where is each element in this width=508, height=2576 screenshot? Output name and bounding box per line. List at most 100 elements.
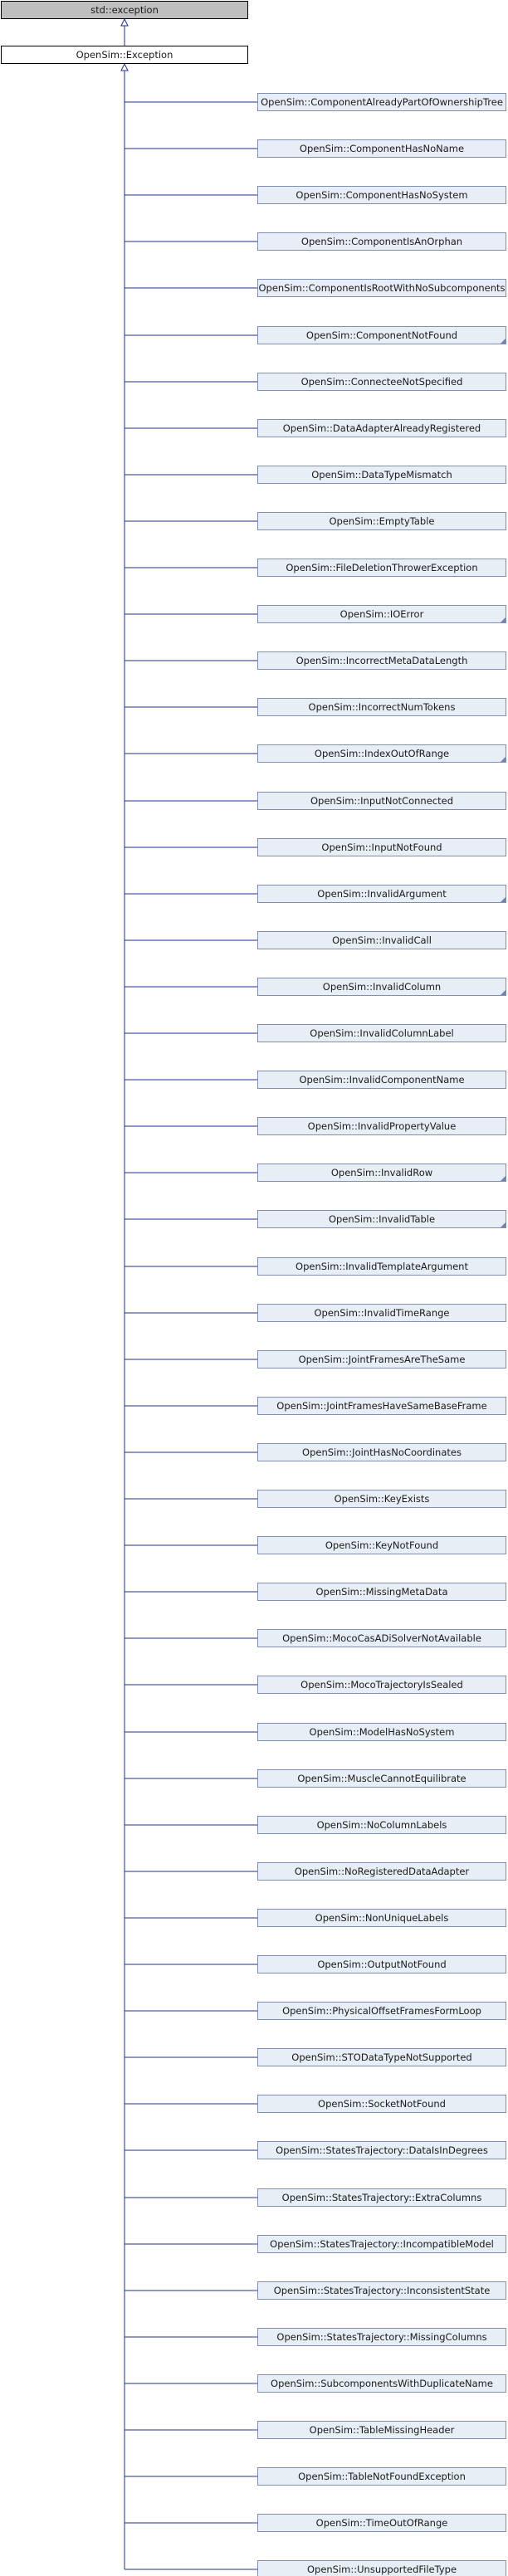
class-node-derived[interactable]: OpenSim::PhysicalOffsetFramesFormLoop — [257, 2002, 506, 2020]
inheritance-arrowhead — [120, 62, 129, 71]
class-node-derived[interactable]: OpenSim::SubcomponentsWithDuplicateName — [257, 2374, 506, 2393]
inheritance-arrowhead — [120, 17, 129, 27]
class-node-label: OpenSim::DataTypeMismatch — [311, 469, 452, 481]
class-node-derived[interactable]: OpenSim::TableNotFoundException — [257, 2467, 506, 2486]
class-node-derived[interactable]: OpenSim::SocketNotFound — [257, 2095, 506, 2113]
class-node-derived[interactable]: OpenSim::NoRegisteredDataAdapter — [257, 1862, 506, 1881]
class-node-derived[interactable]: OpenSim::StatesTrajectory::InconsistentS… — [257, 2281, 506, 2300]
class-node-derived[interactable]: OpenSim::OutputNotFound — [257, 1955, 506, 1973]
class-node-label: OpenSim::InvalidTable — [328, 1213, 436, 1225]
class-node-label: OpenSim::StatesTrajectory::InconsistentS… — [273, 2285, 491, 2296]
class-node-derived[interactable]: OpenSim::IncorrectNumTokens — [257, 698, 506, 716]
class-node-derived[interactable]: OpenSim::STODataTypeNotSupported — [257, 2048, 506, 2066]
class-node-label: OpenSim::ComponentNotFound — [305, 329, 458, 341]
collapsed-subclasses-marker — [501, 339, 506, 344]
class-node-derived[interactable]: OpenSim::JointFramesHaveSameBaseFrame — [257, 1397, 506, 1415]
class-node-derived[interactable]: OpenSim::KeyNotFound — [257, 1536, 506, 1554]
class-node-derived[interactable]: OpenSim::InputNotFound — [257, 838, 506, 856]
class-node-derived[interactable]: OpenSim::StatesTrajectory::ExtraColumns — [257, 2188, 506, 2207]
class-node-label: OpenSim::SubcomponentsWithDuplicateName — [271, 2378, 493, 2389]
class-node-label: OpenSim::MocoTrajectoryIsSealed — [300, 1679, 463, 1690]
class-node-derived[interactable]: OpenSim::MuscleCannotEquilibrate — [257, 1769, 506, 1788]
class-node-derived[interactable]: OpenSim::InvalidRow — [257, 1164, 506, 1182]
class-node-derived[interactable]: OpenSim::TableMissingHeader — [257, 2421, 506, 2439]
class-node-derived[interactable]: OpenSim::DataAdapterAlreadyRegistered — [257, 419, 506, 437]
class-node-derived[interactable]: OpenSim::InvalidColumnLabel — [257, 1024, 506, 1042]
class-node-derived[interactable]: OpenSim::JointFramesAreTheSame — [257, 1350, 506, 1368]
class-node-label: OpenSim::MocoCasADiSolverNotAvailable — [282, 1632, 481, 1644]
class-node-derived[interactable]: OpenSim::KeyExists — [257, 1490, 506, 1508]
class-node-derived[interactable]: OpenSim::ComponentIsRootWithNoSubcompone… — [257, 279, 506, 297]
class-node-derived[interactable]: OpenSim::JointHasNoCoordinates — [257, 1443, 506, 1461]
class-node-label: OpenSim::InvalidColumn — [322, 981, 442, 993]
class-node-derived[interactable]: OpenSim::StatesTrajectory::IncompatibleM… — [257, 2235, 506, 2253]
class-node-derived[interactable]: OpenSim::StatesTrajectory::MissingColumn… — [257, 2328, 506, 2346]
class-node-label: OpenSim::KeyExists — [334, 1493, 430, 1505]
class-node-label: OpenSim::InvalidTimeRange — [314, 1307, 450, 1319]
class-node-derived[interactable]: OpenSim::UnsupportedFileType — [257, 2560, 506, 2576]
class-node-derived[interactable]: OpenSim::FileDeletionThrowerException — [257, 559, 506, 577]
class-node-label: OpenSim::ModelHasNoSystem — [309, 1726, 455, 1738]
class-node-label: OpenSim::IndexOutOfRange — [314, 748, 450, 759]
class-node-derived[interactable]: OpenSim::ComponentHasNoSystem — [257, 186, 506, 204]
class-node-derived[interactable]: OpenSim::InvalidTimeRange — [257, 1304, 506, 1322]
collapsed-subclasses-marker — [501, 617, 506, 622]
class-node-label: OpenSim::UnsupportedFileType — [306, 2564, 457, 2575]
class-node-derived[interactable]: OpenSim::NonUniqueLabels — [257, 1909, 506, 1927]
class-node-derived[interactable]: OpenSim::StatesTrajectory::DataIsInDegre… — [257, 2141, 506, 2159]
class-node-label: OpenSim::InvalidComponentName — [299, 1074, 465, 1086]
class-node-derived[interactable]: OpenSim::MocoCasADiSolverNotAvailable — [257, 1629, 506, 1647]
class-node-derived[interactable]: OpenSim::InvalidTable — [257, 1210, 506, 1228]
class-node-label: OpenSim::InvalidColumnLabel — [310, 1027, 454, 1039]
class-node-label: OpenSim::ComponentHasNoSystem — [296, 189, 468, 201]
class-node-derived[interactable]: OpenSim::IOError — [257, 605, 506, 623]
class-node-label: std::exception — [90, 4, 159, 16]
class-node-label: OpenSim::TableNotFoundException — [298, 2471, 466, 2482]
class-node-label: OpenSim::DataAdapterAlreadyRegistered — [282, 422, 481, 434]
class-node-label: OpenSim::EmptyTable — [329, 515, 435, 527]
class-node-label: OpenSim::ConnecteeNotSpecified — [300, 376, 463, 388]
class-node-label: OpenSim::STODataTypeNotSupported — [291, 2052, 472, 2063]
class-node-derived[interactable]: OpenSim::InvalidPropertyValue — [257, 1117, 506, 1135]
class-node-derived[interactable]: OpenSim::ModelHasNoSystem — [257, 1723, 506, 1741]
class-node-derived[interactable]: OpenSim::InvalidTemplateArgument — [257, 1257, 506, 1276]
class-node-derived[interactable]: OpenSim::ConnecteeNotSpecified — [257, 373, 506, 391]
class-node-label: OpenSim::Exception — [76, 49, 173, 61]
class-node-label: OpenSim::InvalidRow — [330, 1167, 433, 1178]
class-node-label: OpenSim::InvalidPropertyValue — [307, 1120, 457, 1132]
class-node-derived[interactable]: OpenSim::IndexOutOfRange — [257, 744, 506, 763]
class-node-opensim-exception[interactable]: OpenSim::Exception — [1, 46, 248, 64]
class-node-label: OpenSim::MuscleCannotEquilibrate — [297, 1773, 466, 1784]
class-node-derived[interactable]: OpenSim::InvalidCall — [257, 931, 506, 949]
class-node-derived[interactable]: OpenSim::ComponentNotFound — [257, 326, 506, 344]
class-node-derived[interactable]: OpenSim::DataTypeMismatch — [257, 466, 506, 484]
class-node-label: OpenSim::StatesTrajectory::ExtraColumns — [281, 2192, 482, 2203]
class-node-label: OpenSim::OutputNotFound — [317, 1959, 447, 1970]
class-node-derived[interactable]: OpenSim::NoColumnLabels — [257, 1816, 506, 1834]
class-node-derived[interactable]: OpenSim::IncorrectMetaDataLength — [257, 651, 506, 670]
class-node-derived[interactable]: OpenSim::ComponentIsAnOrphan — [257, 232, 506, 251]
class-node-std-exception[interactable]: std::exception — [1, 1, 248, 19]
class-node-derived[interactable]: OpenSim::MocoTrajectoryIsSealed — [257, 1676, 506, 1694]
collapsed-subclasses-marker — [501, 757, 506, 762]
class-node-derived[interactable]: OpenSim::InputNotConnected — [257, 792, 506, 810]
class-node-label: OpenSim::MissingMetaData — [315, 1586, 448, 1598]
class-node-label: OpenSim::InvalidArgument — [317, 888, 447, 900]
class-node-label: OpenSim::IncorrectNumTokens — [308, 701, 456, 713]
class-node-derived[interactable]: OpenSim::InvalidColumn — [257, 978, 506, 996]
class-node-derived[interactable]: OpenSim::ComponentHasNoName — [257, 139, 506, 158]
collapsed-subclasses-marker — [501, 1222, 506, 1227]
class-node-derived[interactable]: OpenSim::EmptyTable — [257, 512, 506, 530]
class-node-label: OpenSim::ComponentHasNoName — [299, 143, 465, 154]
class-node-derived[interactable]: OpenSim::InvalidArgument — [257, 885, 506, 903]
class-node-derived[interactable]: OpenSim::InvalidComponentName — [257, 1071, 506, 1089]
class-node-derived[interactable]: OpenSim::TimeOutOfRange — [257, 2514, 506, 2532]
class-node-derived[interactable]: OpenSim::ComponentAlreadyPartOfOwnership… — [257, 93, 506, 111]
class-node-label: OpenSim::InputNotConnected — [310, 795, 453, 807]
collapsed-subclasses-marker — [501, 990, 506, 995]
collapsed-subclasses-marker — [501, 1176, 506, 1181]
class-node-derived[interactable]: OpenSim::MissingMetaData — [257, 1583, 506, 1601]
class-node-label: OpenSim::TimeOutOfRange — [315, 2517, 448, 2529]
